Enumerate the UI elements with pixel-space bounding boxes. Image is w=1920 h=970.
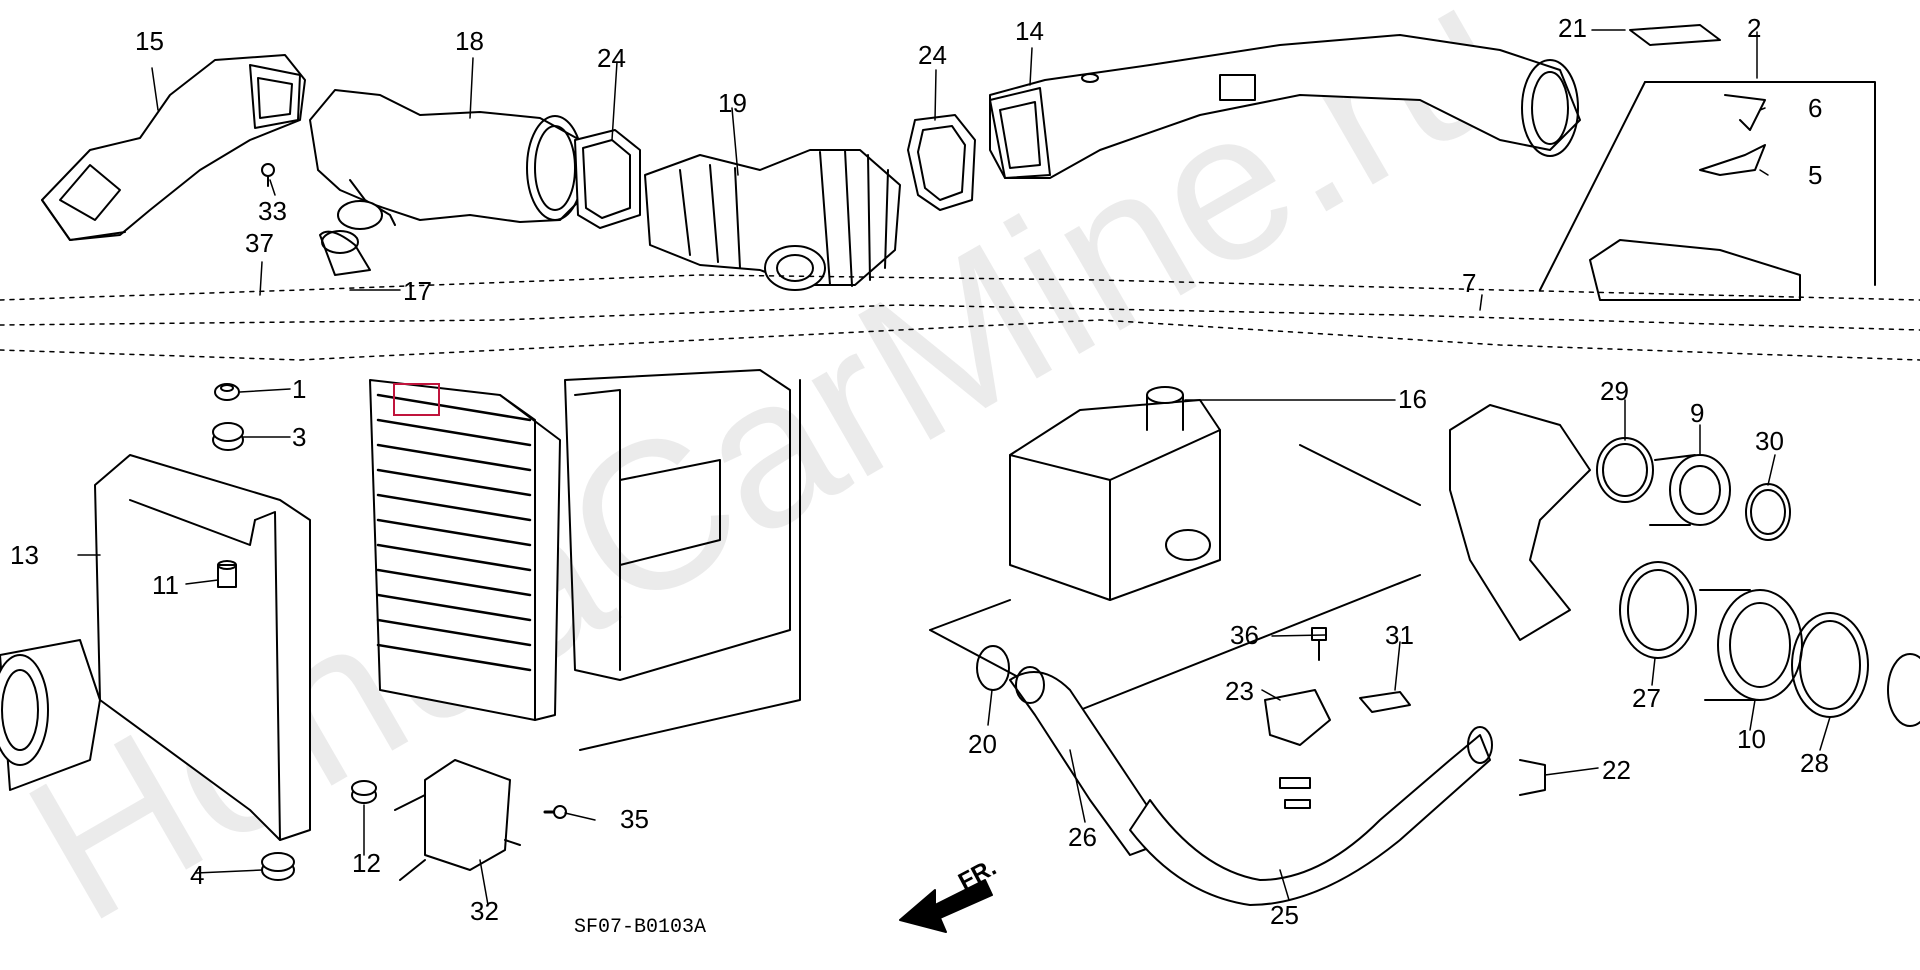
part-18-intake-hose[interactable] xyxy=(309,89,586,230)
part-25-hose[interactable] xyxy=(1129,726,1493,906)
callout-26[interactable]: 26 xyxy=(1068,822,1097,852)
part-9-bellows[interactable] xyxy=(1649,454,1731,526)
part-5-clip[interactable] xyxy=(1699,144,1766,176)
callout-7[interactable]: 7 xyxy=(1462,268,1477,298)
leader-lines xyxy=(77,29,1831,906)
callout-29[interactable]: 29 xyxy=(1600,376,1629,406)
part-31-label[interactable] xyxy=(1359,691,1411,713)
part-19-bellows-hose[interactable] xyxy=(644,149,901,291)
part-28-clamp[interactable] xyxy=(1791,612,1869,718)
highlight-selection-box xyxy=(393,383,440,416)
callout-10[interactable]: 10 xyxy=(1737,724,1766,754)
callout-33[interactable]: 33 xyxy=(258,196,287,226)
part-30-clamp[interactable] xyxy=(1745,483,1791,541)
part-7-housing-cover[interactable] xyxy=(1589,239,1801,301)
part-21-label[interactable] xyxy=(1629,24,1721,46)
callout-9[interactable]: 9 xyxy=(1690,398,1705,428)
callout-21[interactable]: 21 xyxy=(1558,13,1587,43)
callout-14[interactable]: 14 xyxy=(1015,16,1044,46)
callout-22[interactable]: 22 xyxy=(1602,755,1631,785)
part-35-screw[interactable] xyxy=(543,805,567,819)
part-10-bellows[interactable] xyxy=(1699,589,1803,701)
part-13-lower-housing[interactable] xyxy=(0,454,311,841)
part-33-screw[interactable] xyxy=(261,163,275,187)
callout-24-left[interactable]: 24 xyxy=(597,43,626,73)
part-26-hose[interactable] xyxy=(1009,666,1171,856)
callout-12[interactable]: 12 xyxy=(352,848,381,878)
callout-23[interactable]: 23 xyxy=(1225,676,1254,706)
callout-27[interactable]: 27 xyxy=(1632,683,1661,713)
part-14-resonator-tube[interactable] xyxy=(989,34,1581,179)
callout-1[interactable]: 1 xyxy=(292,374,307,404)
part-22-clip[interactable] xyxy=(1519,759,1546,796)
callout-2[interactable]: 2 xyxy=(1747,13,1762,43)
torn-band xyxy=(0,274,1920,361)
part-15-intake-duct[interactable] xyxy=(41,54,306,241)
callout-16[interactable]: 16 xyxy=(1398,384,1427,414)
callout-37[interactable]: 37 xyxy=(245,228,274,258)
callout-24-right[interactable]: 24 xyxy=(918,40,947,70)
callout-5[interactable]: 5 xyxy=(1808,160,1823,190)
callout-13[interactable]: 13 xyxy=(10,540,39,570)
callout-25[interactable]: 25 xyxy=(1270,900,1299,930)
part-29-clamp[interactable] xyxy=(1596,437,1654,503)
callout-31[interactable]: 31 xyxy=(1385,620,1414,650)
part-3-grommet[interactable] xyxy=(212,422,244,451)
callout-3[interactable]: 3 xyxy=(292,422,307,452)
front-arrow xyxy=(899,879,993,933)
part-2-group-bracket xyxy=(1539,81,1876,291)
callout-18[interactable]: 18 xyxy=(455,26,484,56)
part-20-clamp[interactable] xyxy=(976,645,1010,691)
part-11-collar[interactable] xyxy=(217,560,237,588)
part-32-actuator[interactable] xyxy=(394,759,521,881)
callout-6[interactable]: 6 xyxy=(1808,93,1823,123)
callout-15[interactable]: 15 xyxy=(135,26,164,56)
part-16-resonator[interactable] xyxy=(929,386,1421,711)
part-right-edge-pipe xyxy=(1887,653,1920,727)
part-12-nut[interactable] xyxy=(351,780,377,804)
part-23-bracket[interactable] xyxy=(1264,689,1331,746)
callout-20[interactable]: 20 xyxy=(968,729,997,759)
part-36-bolt[interactable] xyxy=(1311,627,1327,661)
part-24-gasket-2[interactable] xyxy=(907,114,976,211)
callout-36[interactable]: 36 xyxy=(1230,620,1259,650)
diagram-code: SF07-B0103A xyxy=(574,916,707,939)
part-6-clip[interactable] xyxy=(1724,94,1766,131)
callout-17[interactable]: 17 xyxy=(403,276,432,306)
callout-19[interactable]: 19 xyxy=(718,88,747,118)
part-upper-housing-frame[interactable] xyxy=(564,369,801,751)
callout-4[interactable]: 4 xyxy=(190,860,205,890)
part-17-hose[interactable] xyxy=(319,230,371,276)
part-1-grommet[interactable] xyxy=(214,383,240,401)
callout-28[interactable]: 28 xyxy=(1800,748,1829,778)
callout-30[interactable]: 30 xyxy=(1755,426,1784,456)
part-air-filter-element[interactable] xyxy=(369,379,561,721)
callout-32[interactable]: 32 xyxy=(470,896,499,926)
callout-11[interactable]: 11 xyxy=(152,570,179,600)
part-24-gasket[interactable] xyxy=(574,129,641,229)
part-right-intake-pipe[interactable] xyxy=(1449,404,1591,641)
part-4-grommet[interactable] xyxy=(261,852,295,881)
part-27-clamp[interactable] xyxy=(1619,561,1697,659)
callout-35[interactable]: 35 xyxy=(620,804,649,834)
